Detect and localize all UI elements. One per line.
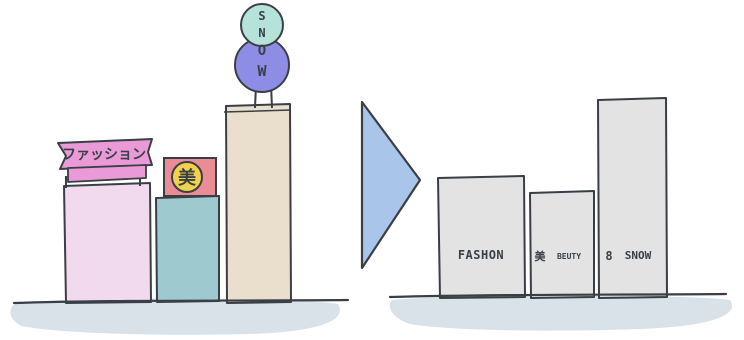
beauty-badge-text: 美 <box>178 167 196 189</box>
beauty-gray-building: 美 BEUTY <box>530 191 594 298</box>
fashion-building <box>64 176 151 303</box>
transform-arrow-icon <box>362 102 420 268</box>
snow-prefix: 8 <box>605 249 612 263</box>
fashion-sign: ファッション <box>58 139 152 182</box>
snow-letter-s: S <box>258 9 265 23</box>
snow-letter-o: O <box>258 43 266 59</box>
fashion-label: FASHON <box>458 248 504 262</box>
beauty-building: 美 <box>156 158 219 302</box>
fashion-sign-text: ファッション <box>62 147 146 163</box>
beauty-prefix: 美 <box>535 249 547 263</box>
fashion-gray-building: FASHON <box>438 176 525 298</box>
snow-letter-w: W <box>257 62 267 80</box>
left-ground-shadow <box>10 298 340 334</box>
snow-gray-building: 8 SNOW <box>598 98 667 298</box>
beauty-label: BEUTY <box>557 252 581 261</box>
snow-label: SNOW <box>625 249 652 262</box>
right-panel: FASHON 美 BEUTY 8 SNOW <box>390 98 732 331</box>
snow-letter-n: N <box>258 26 265 40</box>
left-panel: ファッション 美 S N O W <box>10 4 348 335</box>
right-ground-shadow <box>390 296 732 331</box>
snow-building: S N O W <box>224 4 291 303</box>
